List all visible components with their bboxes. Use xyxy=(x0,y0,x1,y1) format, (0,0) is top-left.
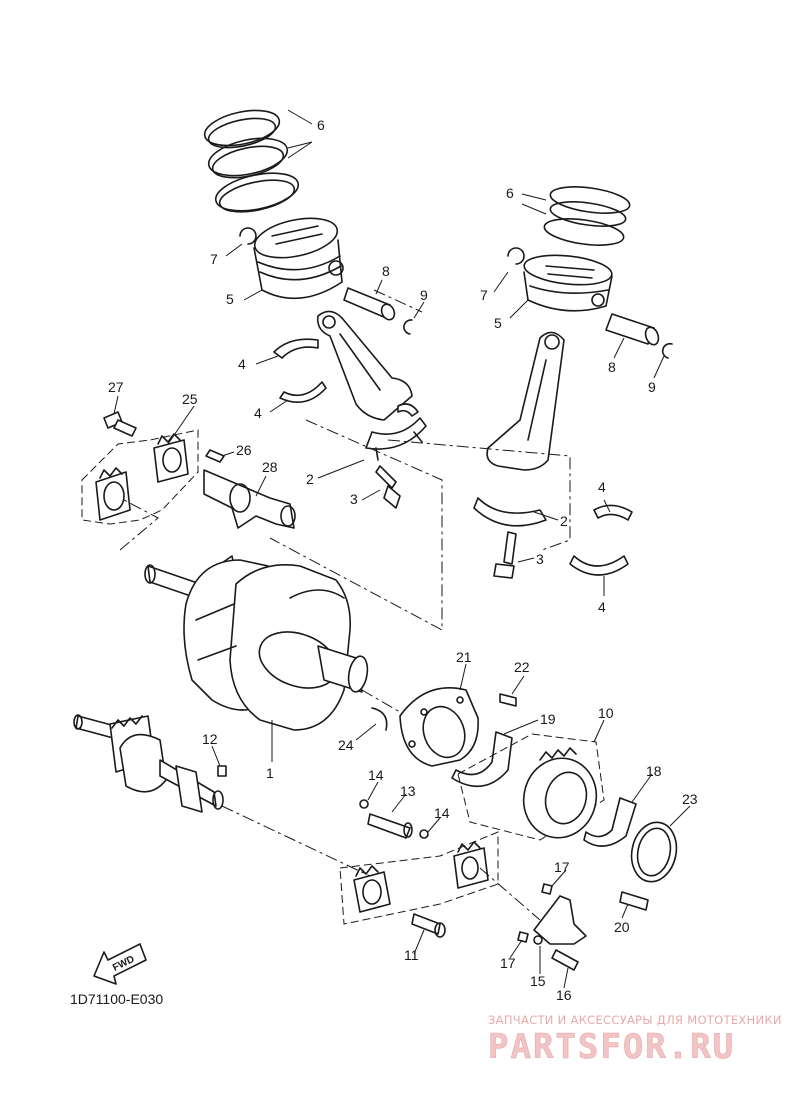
callout-leaders xyxy=(113,109,691,989)
bolt-27 xyxy=(103,411,137,437)
circlip-upper-left xyxy=(239,227,413,335)
diagram-code: 1D71100-E030 xyxy=(70,991,163,1007)
callout-20: 20 xyxy=(614,919,630,935)
callout-18: 18 xyxy=(646,763,662,779)
callout-17-upper: 17 xyxy=(554,859,570,875)
callout-22: 22 xyxy=(514,659,530,675)
bearing-18 xyxy=(583,797,637,847)
shaft-28 xyxy=(203,469,296,529)
callout-8-right: 8 xyxy=(608,359,616,375)
arm-15 xyxy=(533,895,587,945)
callout-25: 25 xyxy=(182,391,198,407)
callout-4-right-lower: 4 xyxy=(598,599,606,615)
callout-13: 13 xyxy=(400,783,416,799)
gear-group-lower xyxy=(339,831,499,925)
callout-21: 21 xyxy=(456,649,472,665)
crankshaft xyxy=(144,555,369,731)
callout-10: 10 xyxy=(598,705,614,721)
callout-2-right: 2 xyxy=(560,513,568,529)
callout-5-left: 5 xyxy=(226,291,234,307)
callout-27: 27 xyxy=(108,379,124,395)
watermark-logo: PARTSFOR.RU xyxy=(488,1027,735,1067)
gear-10 xyxy=(457,733,605,841)
callout-16: 16 xyxy=(556,987,572,1003)
rod-bolt-left xyxy=(375,465,401,509)
bolt-16 xyxy=(551,949,579,971)
callout-6-left: 6 xyxy=(317,117,325,133)
callout-6-right: 6 xyxy=(506,185,514,201)
primary-gear-group xyxy=(81,429,199,525)
dowel-14 xyxy=(359,799,429,839)
piston-pin-upper-left xyxy=(343,287,396,321)
callout-15: 15 xyxy=(530,973,546,989)
shaft-13 xyxy=(367,813,413,839)
callout-7-right: 7 xyxy=(480,287,488,303)
rod-cap-left xyxy=(365,417,427,461)
callout-14-right: 14 xyxy=(434,805,450,821)
callout-26: 26 xyxy=(236,442,252,458)
rod-bolt-right xyxy=(493,531,517,579)
bearing-19 xyxy=(451,731,513,788)
callout-9-left: 9 xyxy=(420,287,428,303)
circlip-upper-right xyxy=(507,247,673,359)
callout-19: 19 xyxy=(540,711,556,727)
callout-4-right-upper: 4 xyxy=(598,479,606,495)
connecting-rod-right xyxy=(486,331,565,471)
dowel-17 xyxy=(517,883,553,943)
callout-24: 24 xyxy=(338,737,354,753)
callout-2-left: 2 xyxy=(306,471,314,487)
plate-21 xyxy=(399,687,479,767)
big-end-bearings-right xyxy=(569,504,633,576)
piston-upper-right xyxy=(523,254,613,312)
piston-upper-left xyxy=(253,217,344,300)
bolt-20 xyxy=(619,891,649,911)
callout-numbers: 6 7 5 8 9 4 4 2 3 6 7 5 8 9 4 4 2 3 27 2… xyxy=(108,117,698,1003)
callout-3-left: 3 xyxy=(350,491,358,507)
callout-3-right: 3 xyxy=(536,551,544,567)
piston-rings-upper-right xyxy=(543,186,631,246)
callout-1: 1 xyxy=(266,765,274,781)
callout-11: 11 xyxy=(404,947,419,963)
watermark-tagline: ЗАПЧАСТИ И АКСЕССУАРЫ ДЛЯ МОТОТЕХНИКИ xyxy=(488,1013,782,1027)
rod-cap-right xyxy=(473,497,547,527)
callout-4-left-upper: 4 xyxy=(238,356,246,372)
callout-8-left: 8 xyxy=(382,263,390,279)
callout-9-right: 9 xyxy=(648,379,656,395)
fwd-arrow-icon: FWD xyxy=(93,943,147,985)
callout-23: 23 xyxy=(682,791,698,807)
bolt-11 xyxy=(411,913,446,938)
connecting-rod-left xyxy=(316,310,413,421)
callout-14-left: 14 xyxy=(368,767,384,783)
seal-23 xyxy=(630,821,678,883)
dowel-26 xyxy=(205,449,225,463)
callout-7-left: 7 xyxy=(210,251,218,267)
callout-5-right: 5 xyxy=(494,315,502,331)
callout-28: 28 xyxy=(262,459,278,475)
piston-pin-upper-right xyxy=(605,313,660,346)
clip-24 xyxy=(371,707,388,731)
big-end-bearings-left xyxy=(273,338,419,417)
assembly-center-lines xyxy=(119,289,571,921)
bolt-22 xyxy=(499,693,517,707)
key-12 xyxy=(217,765,227,777)
piston-rings-upper-left xyxy=(203,109,300,213)
balancer-shaft xyxy=(73,714,224,813)
callout-12: 12 xyxy=(202,731,218,747)
callout-4-left-lower: 4 xyxy=(254,405,262,421)
callout-17-lower: 17 xyxy=(500,955,516,971)
watermark: ЗАПЧАСТИ И АКСЕССУАРЫ ДЛЯ МОТОТЕХНИКИ PA… xyxy=(488,1013,782,1067)
